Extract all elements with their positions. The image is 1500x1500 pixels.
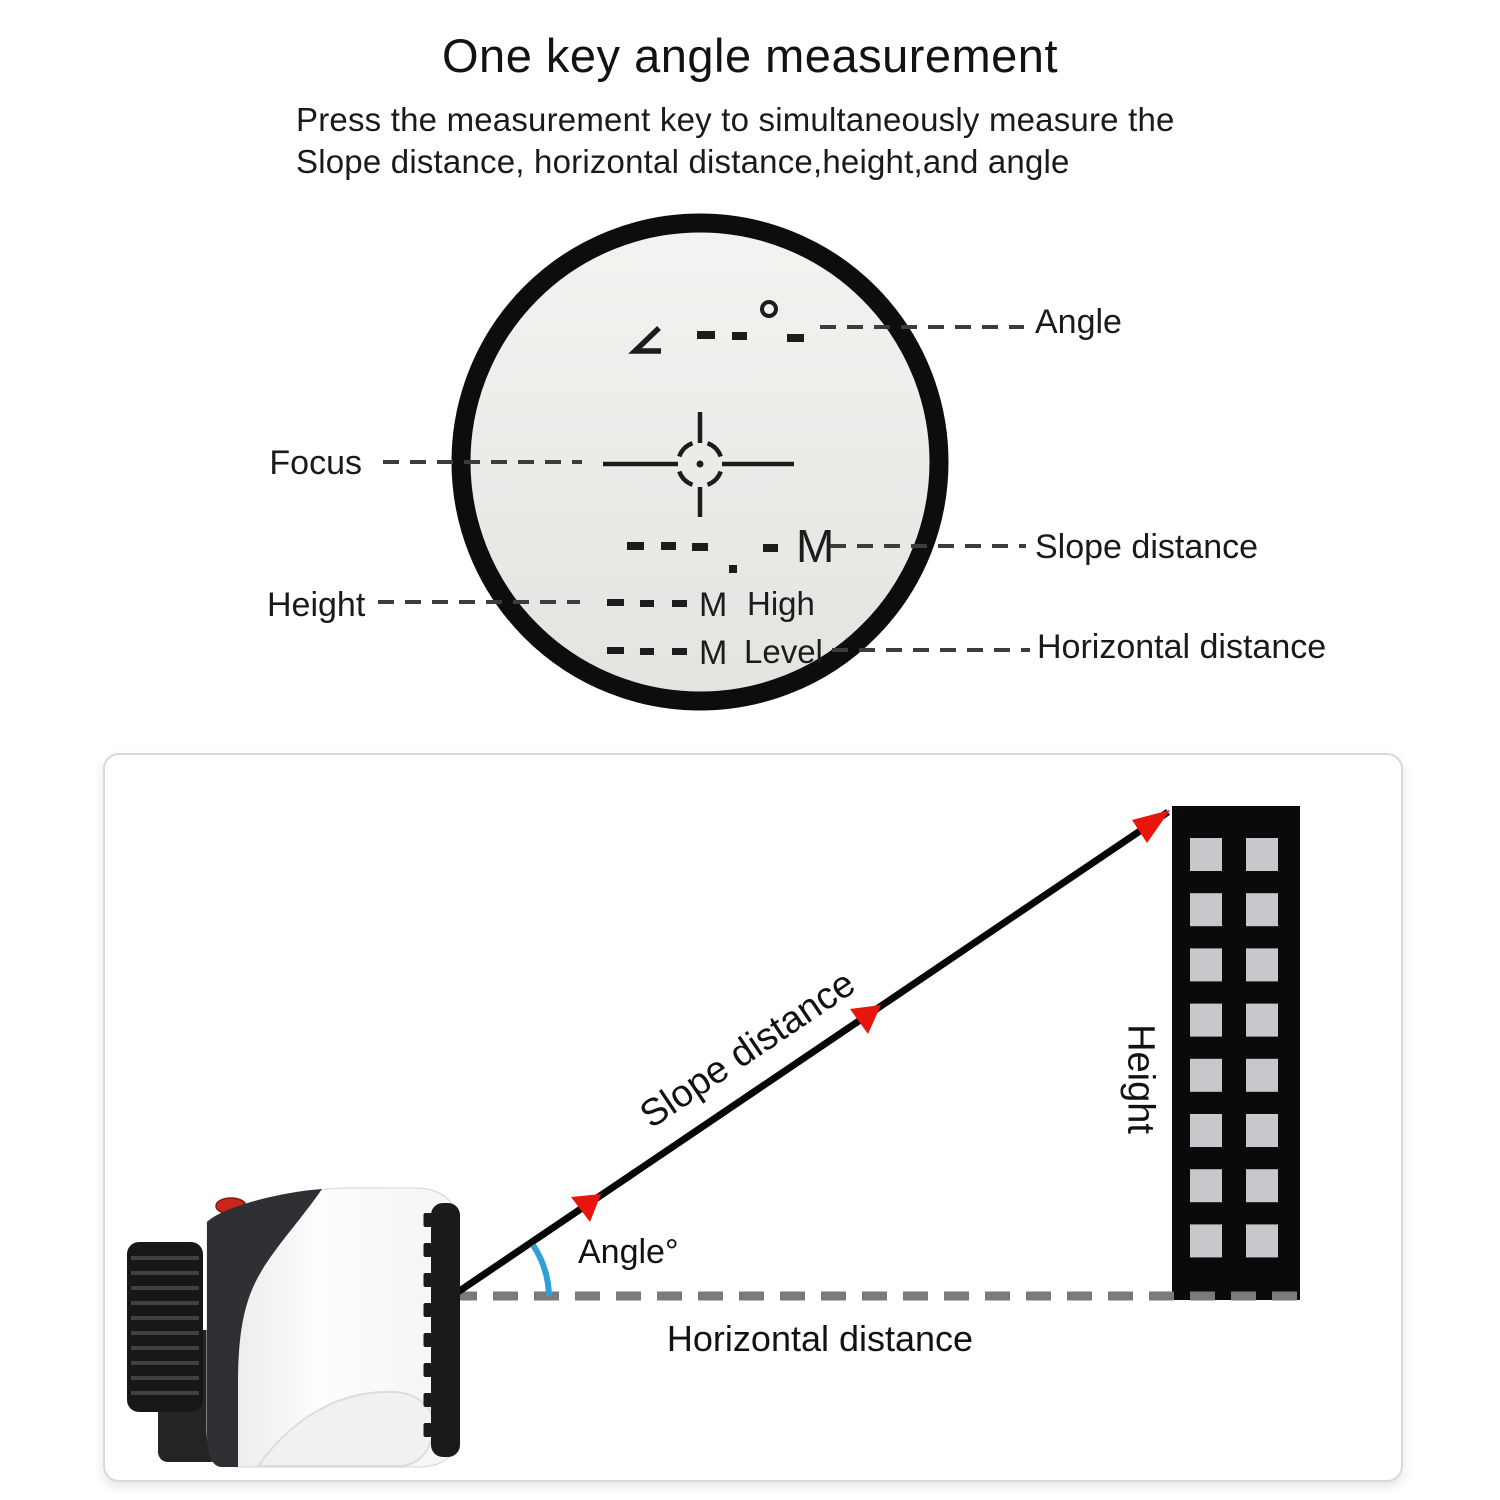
subtitle-line-2: Slope distance, horizontal distance,heig… <box>296 143 1070 180</box>
callout-leader-lines <box>378 325 1030 652</box>
slope-distance-line <box>450 809 1170 1299</box>
arrow-target-icon <box>1132 810 1170 843</box>
beam-arrows <box>571 810 1170 1222</box>
level-unit-m: M <box>699 634 727 672</box>
subtitle-line-1: Press the measurement key to simultaneou… <box>296 101 1175 138</box>
building-windows <box>1190 838 1278 1258</box>
angle-symbol-icon <box>628 326 661 354</box>
building-window <box>1190 1114 1222 1147</box>
crosshair-icon <box>603 412 794 517</box>
building-window <box>1190 948 1222 982</box>
page-title: One key angle measurement <box>442 29 1058 82</box>
reticle-angle-row <box>628 300 804 354</box>
building-window <box>1246 1058 1278 1092</box>
building-window <box>1190 1058 1222 1092</box>
level-label: Level <box>744 633 823 670</box>
building-window <box>1190 1003 1222 1037</box>
building-window <box>1246 1224 1278 1258</box>
angle-arc <box>530 1243 552 1297</box>
building-window <box>1190 838 1222 871</box>
callout-height: Height <box>267 586 366 624</box>
building-window <box>1190 893 1222 927</box>
callout-slope-distance: Slope distance <box>1035 528 1259 566</box>
high-unit-m: M <box>699 586 727 624</box>
building-window <box>1246 1169 1278 1203</box>
horizontal-distance-label: Horizontal distance <box>666 1318 974 1359</box>
building-window <box>1246 1003 1278 1037</box>
callout-focus: Focus <box>269 444 362 482</box>
viewfinder-reticle-figure: M M High M Level <box>378 213 1030 711</box>
building-window <box>1246 1114 1278 1147</box>
callout-angle: Angle <box>1035 303 1122 341</box>
building-window <box>1246 948 1278 982</box>
eyepiece <box>127 1242 203 1412</box>
device-housing <box>207 1189 322 1467</box>
rangefinder-device <box>127 1187 460 1468</box>
building-window <box>1246 838 1278 871</box>
height-label: Height <box>1119 1024 1162 1134</box>
device-skirt <box>256 1390 435 1467</box>
high-label: High <box>747 585 815 622</box>
building <box>1172 806 1300 1300</box>
angle-degree-label: Angle° <box>578 1233 679 1271</box>
arrow-low-icon <box>571 1194 601 1222</box>
building-window <box>1190 1224 1222 1258</box>
building-window <box>1246 893 1278 927</box>
arrow-mid-icon <box>850 1005 881 1034</box>
reticle-level-row: M Level <box>607 633 823 672</box>
degree-symbol-icon <box>760 300 778 318</box>
measurement-diagram-figure <box>127 806 1300 1468</box>
building-window <box>1190 1169 1222 1203</box>
reticle-slope-row: M <box>627 520 834 573</box>
slope-unit-m: M <box>796 520 834 572</box>
page-subtitle: Press the measurement key to simultaneou… <box>296 99 1175 183</box>
reticle-high-row: M High <box>607 585 815 624</box>
device-front-face <box>431 1203 460 1457</box>
callout-horizontal-distance: Horizontal distance <box>1037 628 1327 666</box>
